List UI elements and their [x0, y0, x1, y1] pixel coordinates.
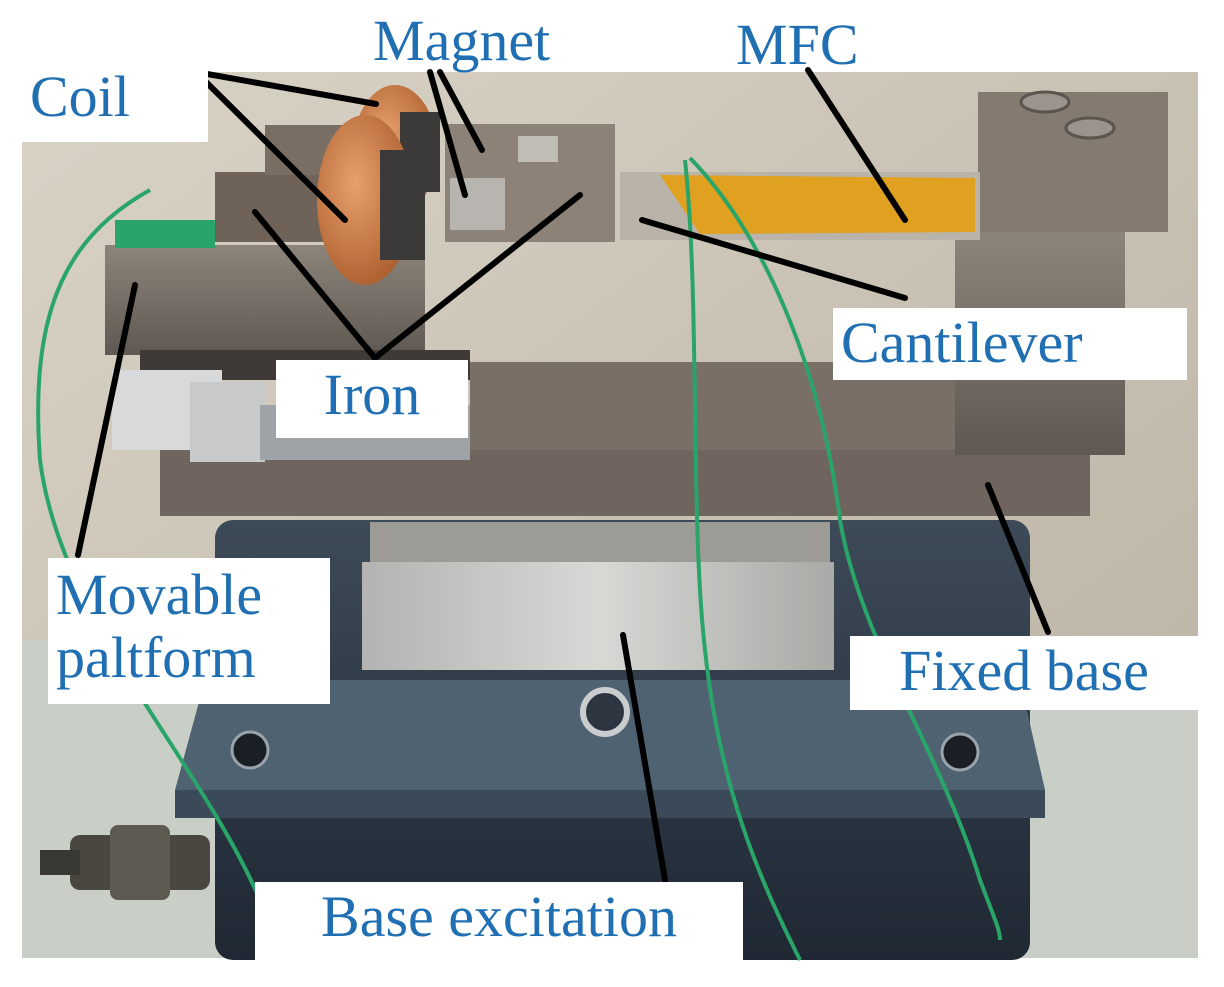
mfc-patch	[660, 175, 975, 234]
movable-platform-label-line1: Movable	[56, 562, 263, 627]
leader-magnet-2	[437, 69, 485, 153]
wire-right	[688, 156, 1002, 941]
shaker-bolt-hole-right	[940, 732, 980, 772]
shaker-plate-edge	[175, 790, 1045, 818]
leader-coil-2	[193, 69, 348, 223]
clamp-bolt-2	[1064, 116, 1116, 140]
leader-iron-1	[252, 209, 378, 361]
shaker-bolt-hole-left	[230, 730, 270, 770]
leader-mfc	[805, 67, 908, 223]
leader-coil-1	[193, 69, 379, 107]
magnet-label: Magnet	[373, 8, 551, 73]
clamp-block	[978, 92, 1168, 232]
leader-fixed-base	[985, 482, 1051, 635]
cable-connector	[40, 825, 210, 900]
magnet-2	[518, 136, 558, 162]
wire-center	[683, 159, 802, 961]
fixed-base-beam-lower	[160, 450, 1090, 516]
coil-front	[317, 115, 425, 285]
clamp-bolt-1	[1019, 90, 1071, 114]
coil-label: Coil	[22, 62, 208, 142]
wire-left	[36, 188, 262, 901]
cantilever-label: Cantilever	[833, 308, 1187, 380]
leader-magnet-1	[427, 69, 468, 198]
aluminium-block-top	[370, 522, 830, 564]
iron-label: Iron	[276, 360, 468, 438]
leader-iron-2	[372, 192, 583, 361]
movable-platform-label: Movable paltform	[48, 558, 330, 704]
green-connector	[115, 220, 215, 248]
magnet-1	[450, 178, 505, 230]
leader-lines	[75, 67, 1051, 883]
leader-base-excitation	[620, 632, 668, 883]
leader-cantilever	[639, 217, 908, 301]
mfc-label: MFC	[736, 12, 859, 77]
movable-platform-label-line2: paltform	[56, 624, 256, 690]
shaker-center-hole	[580, 687, 630, 737]
base-excitation-label: Base excitation	[255, 882, 743, 968]
leader-movable-platform	[75, 282, 138, 558]
fixed-base-label: Fixed base	[850, 636, 1198, 710]
aluminium-block	[362, 562, 834, 670]
